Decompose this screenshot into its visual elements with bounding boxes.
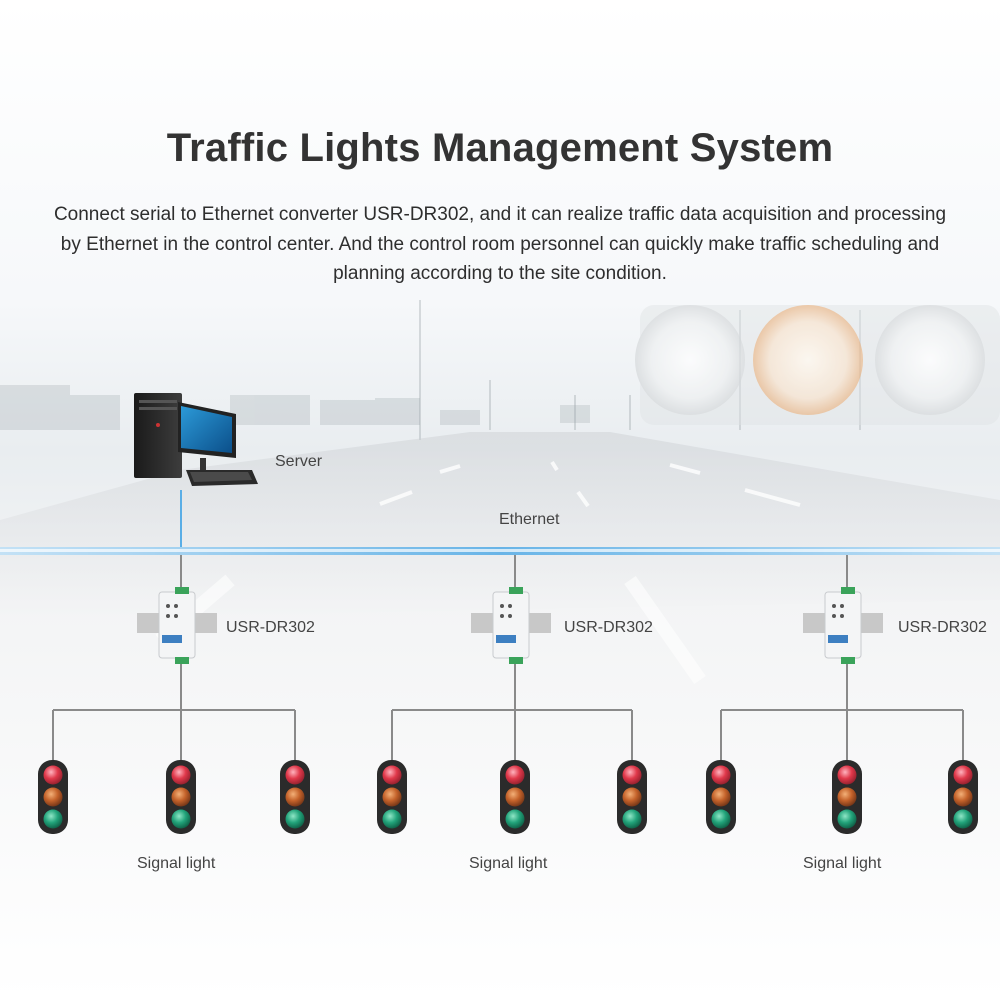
converter-label-1: USR-DR302 — [226, 619, 315, 637]
signal-label-1: Signal light — [137, 855, 215, 873]
converter-group-1 — [53, 555, 295, 760]
signal-light-icon — [280, 760, 310, 834]
signal-light-icon — [166, 760, 196, 834]
signal-label-3: Signal light — [803, 855, 881, 873]
ethernet-label: Ethernet — [499, 511, 559, 529]
signal-light-icon — [38, 760, 68, 834]
server-icon — [134, 393, 258, 486]
server-label: Server — [275, 453, 322, 471]
signal-light-icon — [617, 760, 647, 834]
converter-label-2: USR-DR302 — [564, 619, 653, 637]
signal-light-icon — [948, 760, 978, 834]
signal-label-2: Signal light — [469, 855, 547, 873]
signal-light-icon — [706, 760, 736, 834]
signal-light-icon — [832, 760, 862, 834]
converter-group-2 — [392, 555, 632, 760]
converter-label-3: USR-DR302 — [898, 619, 987, 637]
signal-light-icon — [377, 760, 407, 834]
converter-group-3 — [721, 555, 963, 760]
signal-light-icon — [500, 760, 530, 834]
